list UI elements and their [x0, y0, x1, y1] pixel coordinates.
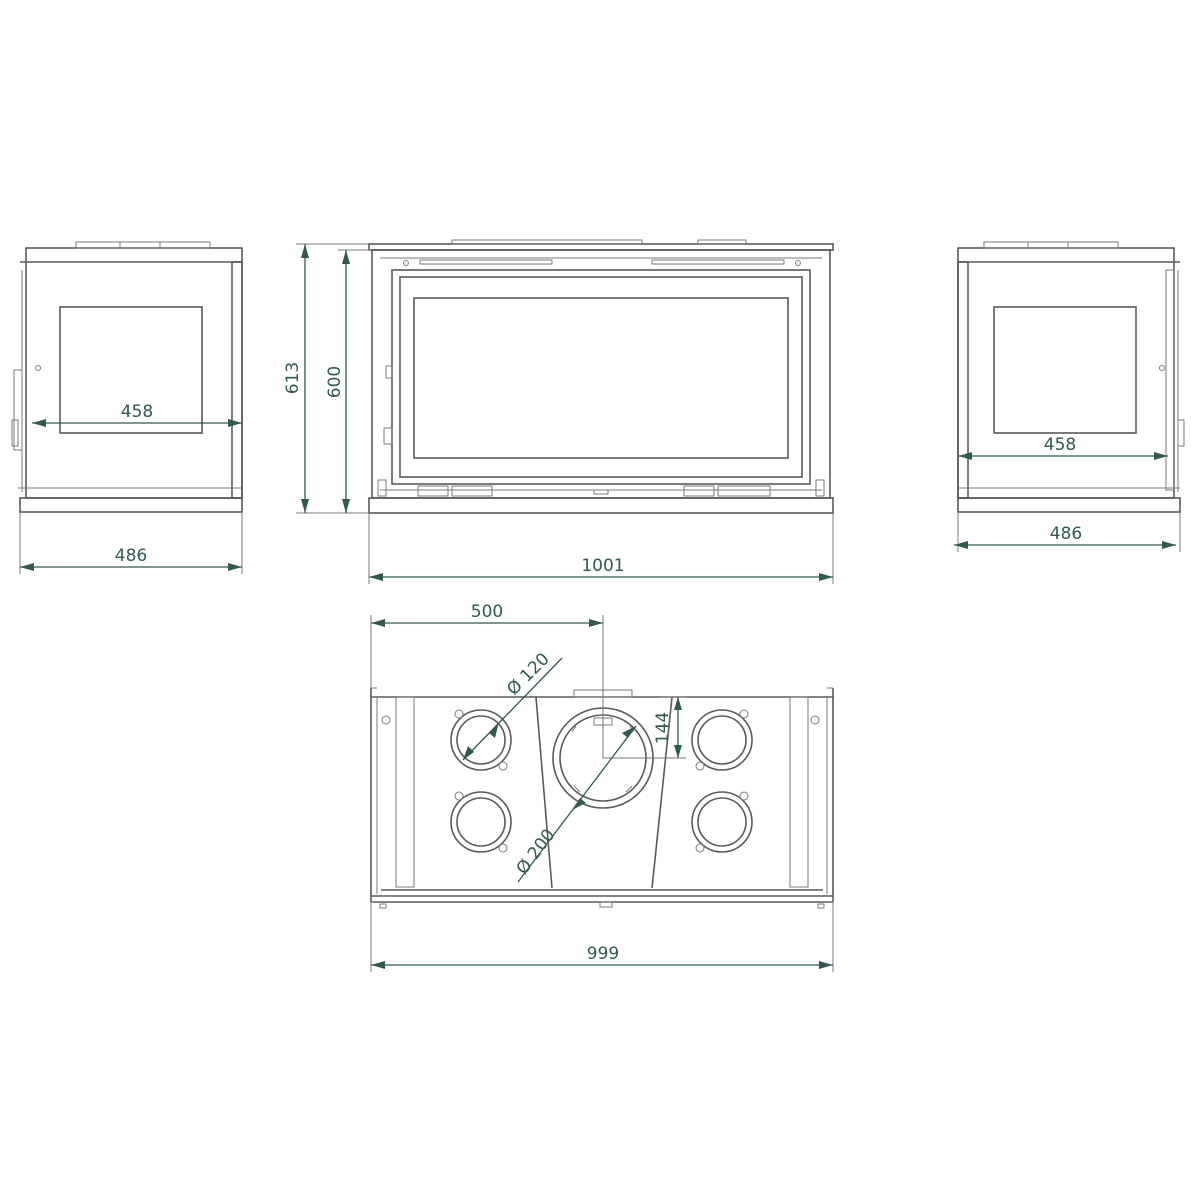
right-outer-width-label: 486 [1050, 524, 1082, 544]
front-view [368, 239, 834, 514]
flue-offset-dimension: 144 [640, 696, 686, 759]
left-inner-width-label: 458 [121, 402, 153, 422]
right-side-view [957, 241, 1185, 513]
front-width-dimension: 1001 [368, 513, 834, 584]
flue-offset-label: 144 [653, 712, 673, 744]
front-total-height-dimension: 613 [283, 243, 369, 514]
small-duct-diameter-dimension: Ø 120 [462, 649, 563, 761]
duct-outlet-bottom-left [450, 791, 512, 853]
duct-outlet-bottom-right [691, 791, 753, 853]
top-view [370, 687, 834, 909]
top-half-width-label: 500 [471, 602, 503, 622]
left-side-view [11, 241, 243, 513]
left-inner-width-dimension: 458 [32, 402, 242, 427]
front-width-label: 1001 [581, 556, 624, 576]
right-inner-width-label: 458 [1044, 435, 1076, 455]
right-inner-width-dimension: 458 [958, 435, 1168, 460]
flue-diameter-label: Ø 200 [513, 826, 560, 879]
front-body-height-label: 600 [325, 366, 345, 398]
front-body-height-dimension: 600 [325, 249, 372, 513]
left-outer-width-dimension: 486 [19, 512, 243, 574]
left-outer-width-label: 486 [115, 546, 147, 566]
front-total-height-label: 613 [283, 362, 303, 394]
duct-outlet-top-left [450, 709, 512, 771]
top-half-width-dimension: 500 [370, 602, 604, 758]
top-width-label: 999 [587, 944, 619, 964]
top-width-dimension: 999 [370, 902, 834, 972]
duct-outlet-top-right [691, 709, 753, 771]
right-outer-width-dimension: 486 [954, 512, 1181, 552]
flue-diameter-dimension: Ø 200 [513, 725, 637, 883]
